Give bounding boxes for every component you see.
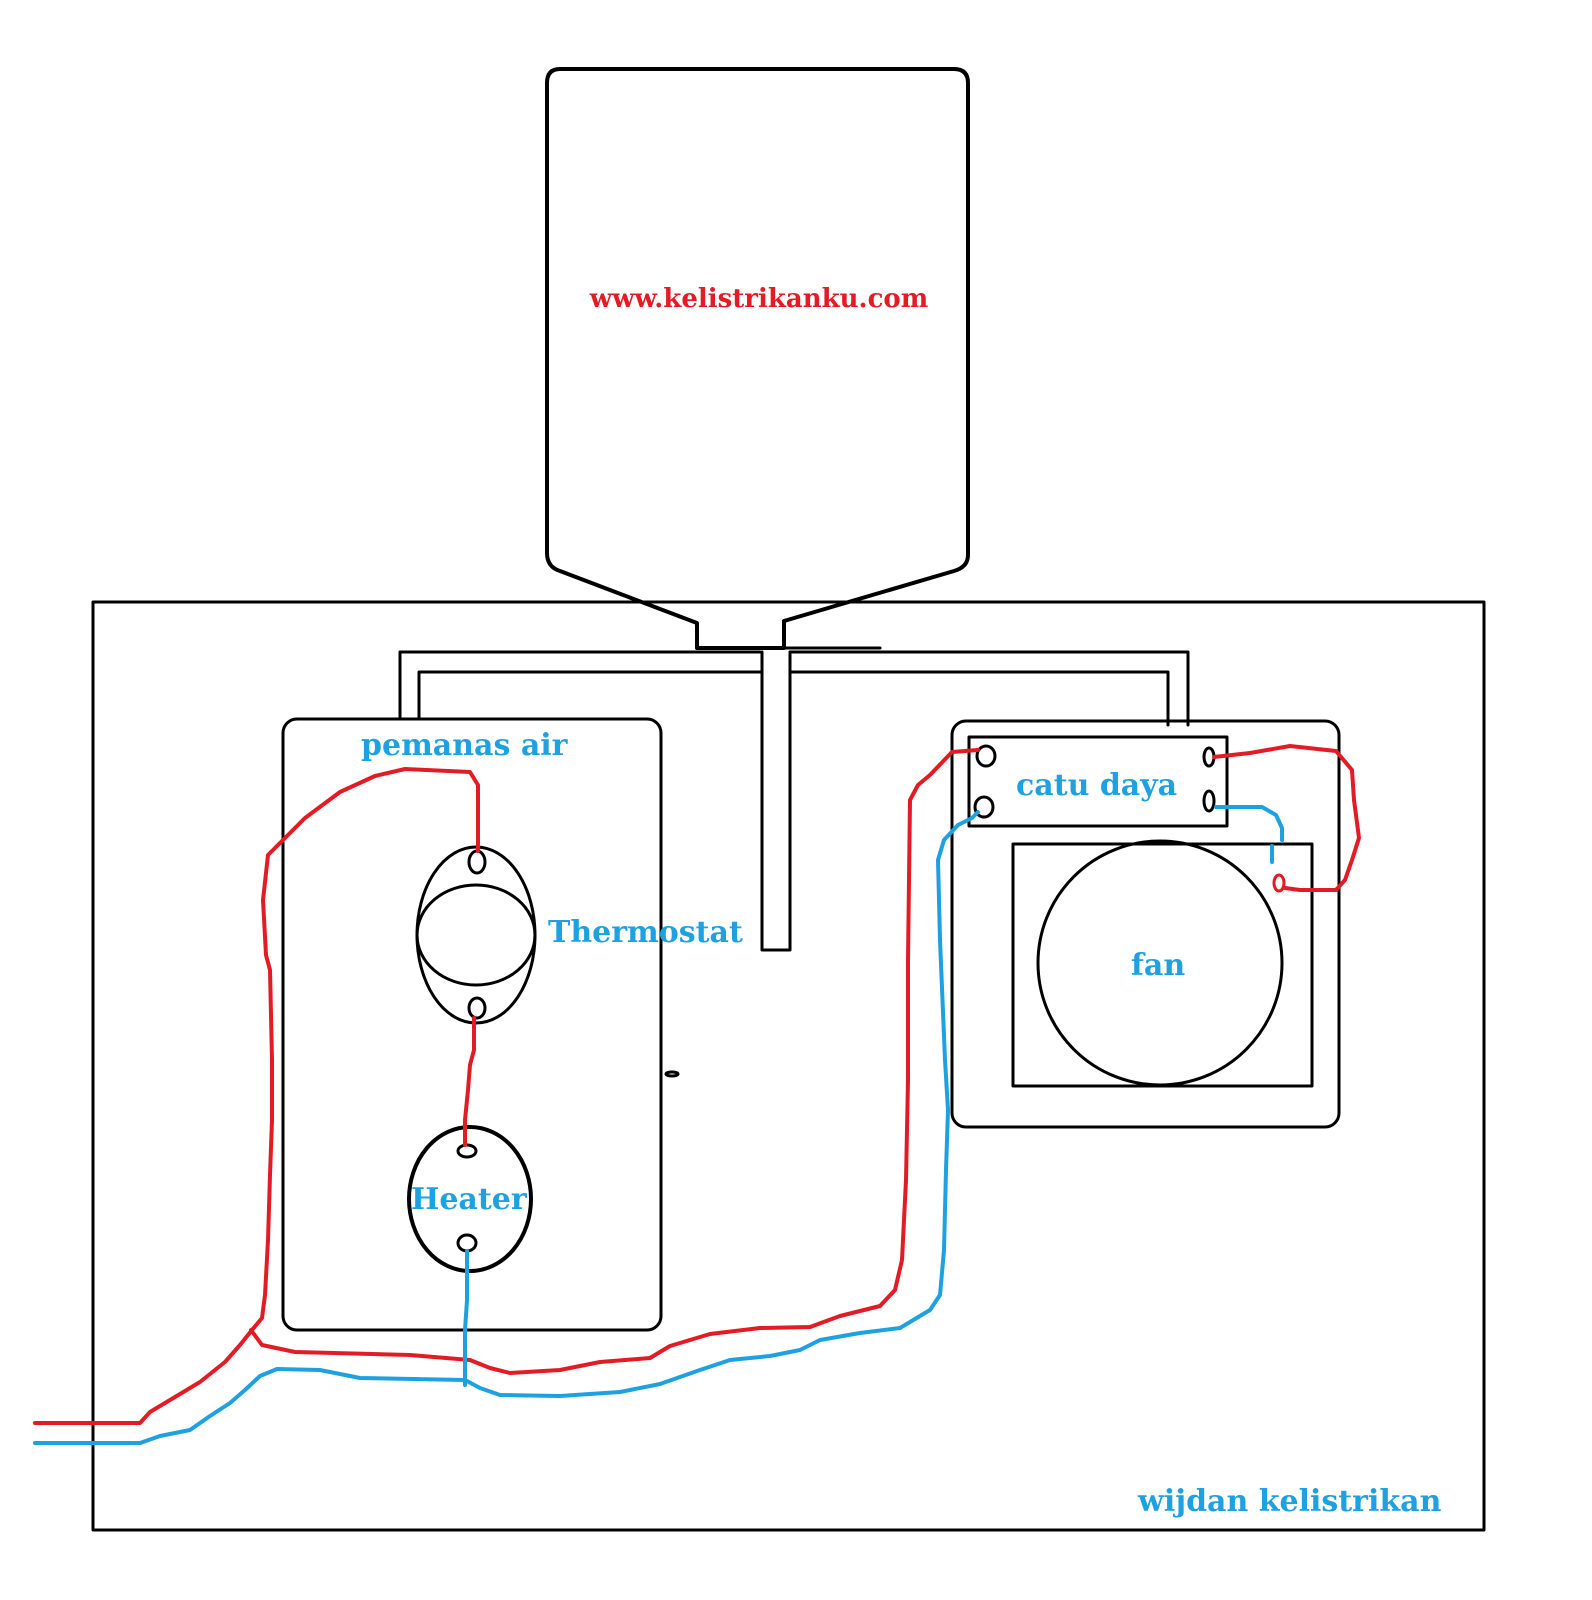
- dispenser-body-frame: [91, 600, 1486, 1532]
- power-supply-box: [967, 735, 1229, 828]
- watermark-url: www.kelistrikanku.com: [589, 284, 929, 314]
- live-wire-return: [249, 748, 980, 1375]
- live-wire-thermostat-heater: [463, 1016, 476, 1147]
- heater-top-terminal: [456, 1143, 478, 1159]
- credit-label: wijdan kelistrikan: [1137, 1484, 1442, 1519]
- thermostat-bottom-terminal: [467, 996, 487, 1020]
- thermostat-disc: [415, 883, 537, 987]
- live-wire-main: [33, 767, 480, 1425]
- water-gallon: [545, 67, 970, 650]
- water-pipe-left-outer: [398, 650, 762, 720]
- small-screw-mark: [664, 1070, 680, 1078]
- fan-label: fan: [1131, 948, 1185, 983]
- thermostat-top-terminal: [467, 849, 487, 875]
- power-supply-terminal-bottom-left: [973, 795, 995, 819]
- live-wire-fan: [1212, 744, 1361, 892]
- thermostat-label: Thermostat: [548, 915, 743, 950]
- heater-element: [407, 1125, 533, 1273]
- fan-terminal-red: [1272, 873, 1286, 893]
- heater-label: Heater: [411, 1182, 528, 1217]
- neutral-wire-heater: [463, 1249, 469, 1387]
- water-heater-label: pemanas air: [361, 728, 569, 763]
- power-supply-terminal-bottom-right: [1202, 789, 1216, 813]
- neutral-wire-fan: [1214, 805, 1284, 864]
- heater-bottom-terminal: [456, 1233, 478, 1253]
- water-pipe-left-inner: [417, 670, 1170, 952]
- water-pipe-right-outer: [788, 650, 1190, 727]
- fan-circle: [1036, 839, 1284, 1087]
- power-supply-label: catu daya: [1016, 768, 1177, 803]
- water-heater-tank: [281, 717, 663, 1332]
- neutral-wire-main: [33, 810, 980, 1445]
- cooling-unit-frame: [950, 719, 1341, 1129]
- power-supply-terminal-top-left: [975, 744, 997, 768]
